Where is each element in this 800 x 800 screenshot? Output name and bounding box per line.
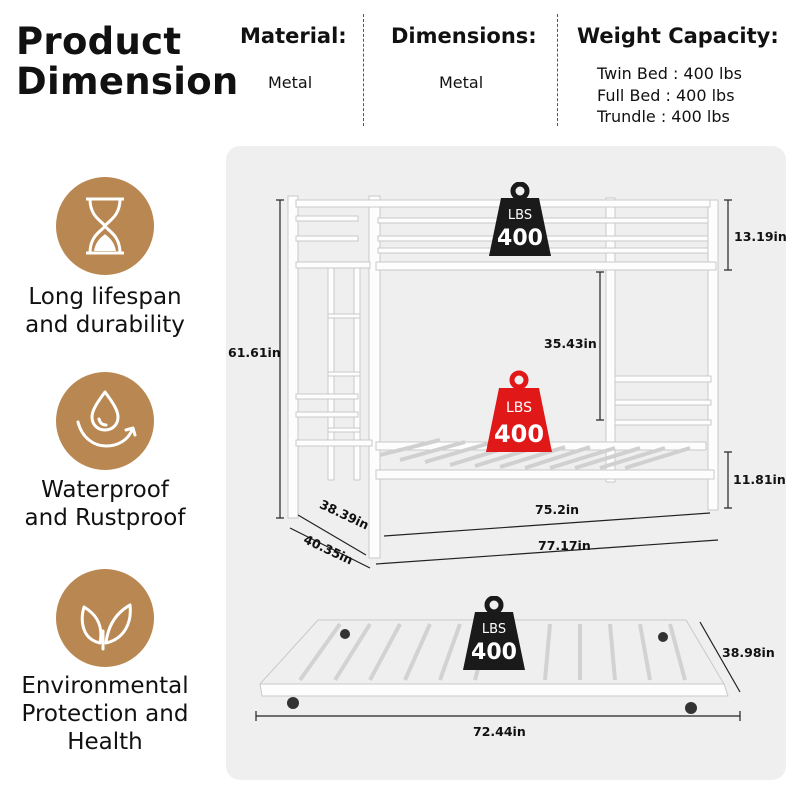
outer-length-label: 77.17in xyxy=(538,538,591,553)
material-value: Metal xyxy=(268,73,313,92)
trundle-badge-value: 400 xyxy=(471,640,517,665)
material-heading: Material: xyxy=(240,24,347,48)
feature-waterproof-badge xyxy=(56,372,154,470)
feature-lifespan-badge xyxy=(56,177,154,275)
weight-capacity-heading: Weight Capacity: xyxy=(577,24,779,48)
divider xyxy=(557,14,558,126)
weight-line-full: Full Bed : 400 lbs xyxy=(597,86,735,105)
feature-environment-line1: Environmental xyxy=(21,673,189,699)
divider xyxy=(363,14,364,126)
total-height-label: 61.61in xyxy=(228,345,281,360)
water-drop-icon xyxy=(76,390,137,448)
feature-waterproof-line2: and Rustproof xyxy=(24,505,186,531)
mid-badge-unit: LBS xyxy=(505,400,533,416)
dimensions-heading: Dimensions: xyxy=(391,24,537,48)
trundle-width-label: 38.98in xyxy=(722,645,775,660)
mid-badge-value: 400 xyxy=(493,420,545,448)
weight-icon xyxy=(489,181,551,256)
weight-line-trundle: Trundle : 400 lbs xyxy=(597,107,730,126)
leaf-icon xyxy=(80,603,132,651)
trundle-badge-unit: LBS xyxy=(481,622,507,637)
title-line-1: Product xyxy=(16,20,182,63)
bottom-clearance-label: 11.81in xyxy=(733,472,786,487)
feature-waterproof-line1: Waterproof xyxy=(41,477,169,503)
dimensions-value: Metal xyxy=(439,73,484,92)
feature-lifespan-label: Long lifespan and durability xyxy=(0,283,210,339)
title-line-2: Dimension xyxy=(16,60,239,103)
page-title: Product Dimension xyxy=(16,22,239,102)
feature-waterproof-label: Waterproof and Rustproof xyxy=(0,476,210,532)
weight-icon xyxy=(486,370,552,452)
feature-lifespan-line1: Long lifespan xyxy=(28,284,182,310)
hourglass-icon xyxy=(86,197,124,255)
weight-icon xyxy=(463,595,525,670)
trundle-weight-badge: LBS 400 xyxy=(463,595,525,674)
lower-bunk-weight-badge: LBS 400 xyxy=(486,370,552,456)
feature-environment-line2: Protection and xyxy=(21,701,189,727)
feature-lifespan-line2: and durability xyxy=(25,312,185,338)
weight-line-twin: Twin Bed : 400 lbs xyxy=(597,64,742,83)
inner-length-label: 75.2in xyxy=(535,502,580,517)
bunk-gap-label: 35.43in xyxy=(544,336,597,351)
trundle-length-label: 72.44in xyxy=(473,724,526,739)
top-badge-unit: LBS xyxy=(507,208,533,223)
top-badge-value: 400 xyxy=(497,226,543,251)
feature-environment-label: Environmental Protection and Health xyxy=(0,672,210,756)
feature-environment-line3: Health xyxy=(67,729,143,755)
feature-environment-badge xyxy=(56,569,154,667)
top-bunk-weight-badge: LBS 400 xyxy=(489,181,551,260)
guard-height-label: 13.19in xyxy=(734,229,787,244)
